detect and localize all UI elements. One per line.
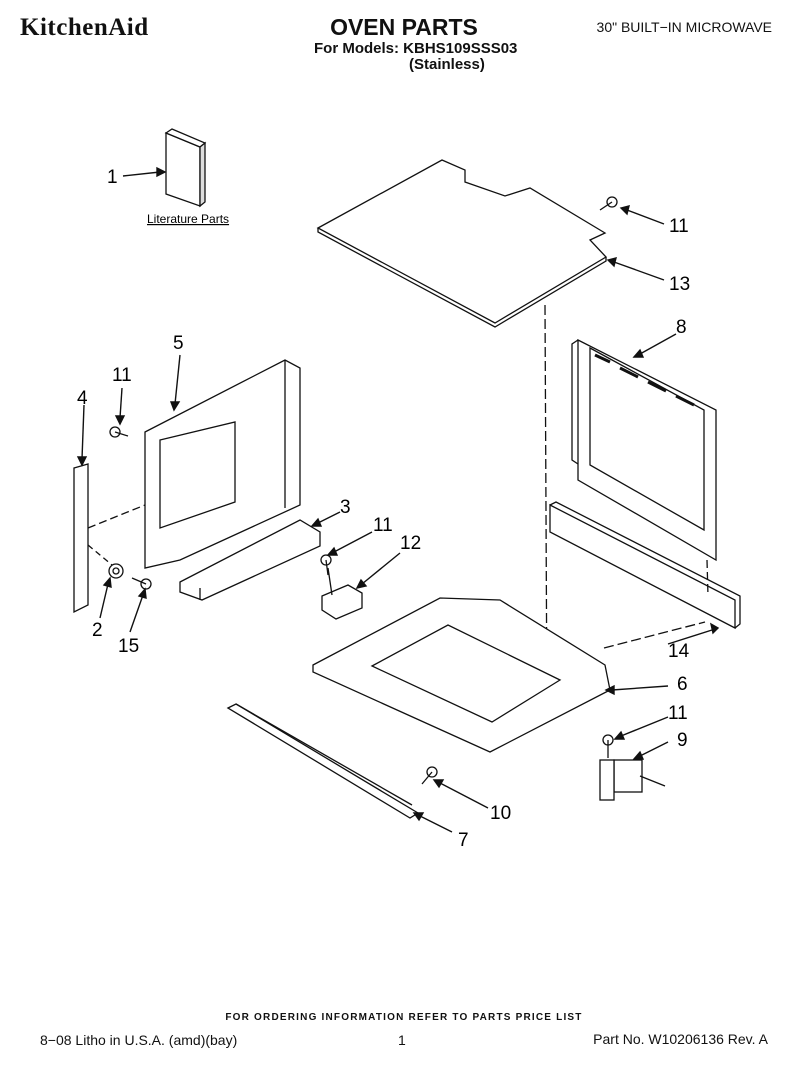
callout-15: 15 — [118, 636, 139, 657]
part-3-bracket — [179, 519, 321, 601]
part-5-left-side-panel — [144, 359, 301, 569]
litho-info: 8−08 Litho in U.S.A. (amd)(bay) — [40, 1032, 238, 1048]
callout-12: 12 — [400, 533, 421, 554]
part-12-module — [321, 567, 363, 620]
part-9-transformer — [599, 759, 666, 801]
callout-11-right: 11 — [668, 703, 688, 724]
callout-11-mid: 11 — [373, 515, 393, 536]
models-line: For Models: KBHS109SSS03 — [314, 40, 518, 57]
callout-8: 8 — [676, 317, 687, 338]
part-6-floor-panel — [312, 597, 706, 753]
ordering-note: FOR ORDERING INFORMATION REFER TO PARTS … — [225, 1012, 583, 1023]
brand-logo: KitchenAid — [20, 14, 149, 41]
part-4-side-strip — [73, 463, 146, 614]
leader-arrows — [76, 166, 720, 833]
part-1-literature — [164, 128, 207, 208]
callout-2: 2 — [92, 620, 103, 641]
product-type: 30" BUILT−IN MICROWAVE — [596, 19, 772, 35]
callout-3: 3 — [340, 497, 351, 518]
callout-14: 14 — [668, 641, 690, 662]
part-7-front-trim — [226, 703, 420, 819]
callout-1: 1 — [107, 167, 118, 188]
callout-6: 6 — [677, 674, 688, 695]
callout-11-top: 11 — [669, 216, 689, 237]
part-14-rail — [549, 501, 741, 630]
part-8-right-side-panel — [571, 338, 717, 562]
part-number: Part No. W10206136 Rev. A — [593, 1031, 768, 1047]
page-title: OVEN PARTS — [330, 14, 478, 40]
callout-13: 13 — [669, 274, 690, 295]
callout-labels: 1 13 11 5 4 11 3 11 12 8 2 15 14 6 11 9 … — [77, 167, 690, 851]
screws — [108, 196, 618, 785]
callout-11-left: 11 — [112, 365, 132, 386]
callout-7: 7 — [458, 830, 469, 851]
callout-5: 5 — [173, 333, 184, 354]
callout-9: 9 — [677, 730, 688, 751]
page-number: 1 — [398, 1032, 406, 1048]
literature-parts-label: Literature Parts — [147, 212, 229, 226]
callout-10: 10 — [490, 803, 511, 824]
callout-4: 4 — [77, 388, 88, 409]
model-variant: (Stainless) — [409, 56, 485, 73]
